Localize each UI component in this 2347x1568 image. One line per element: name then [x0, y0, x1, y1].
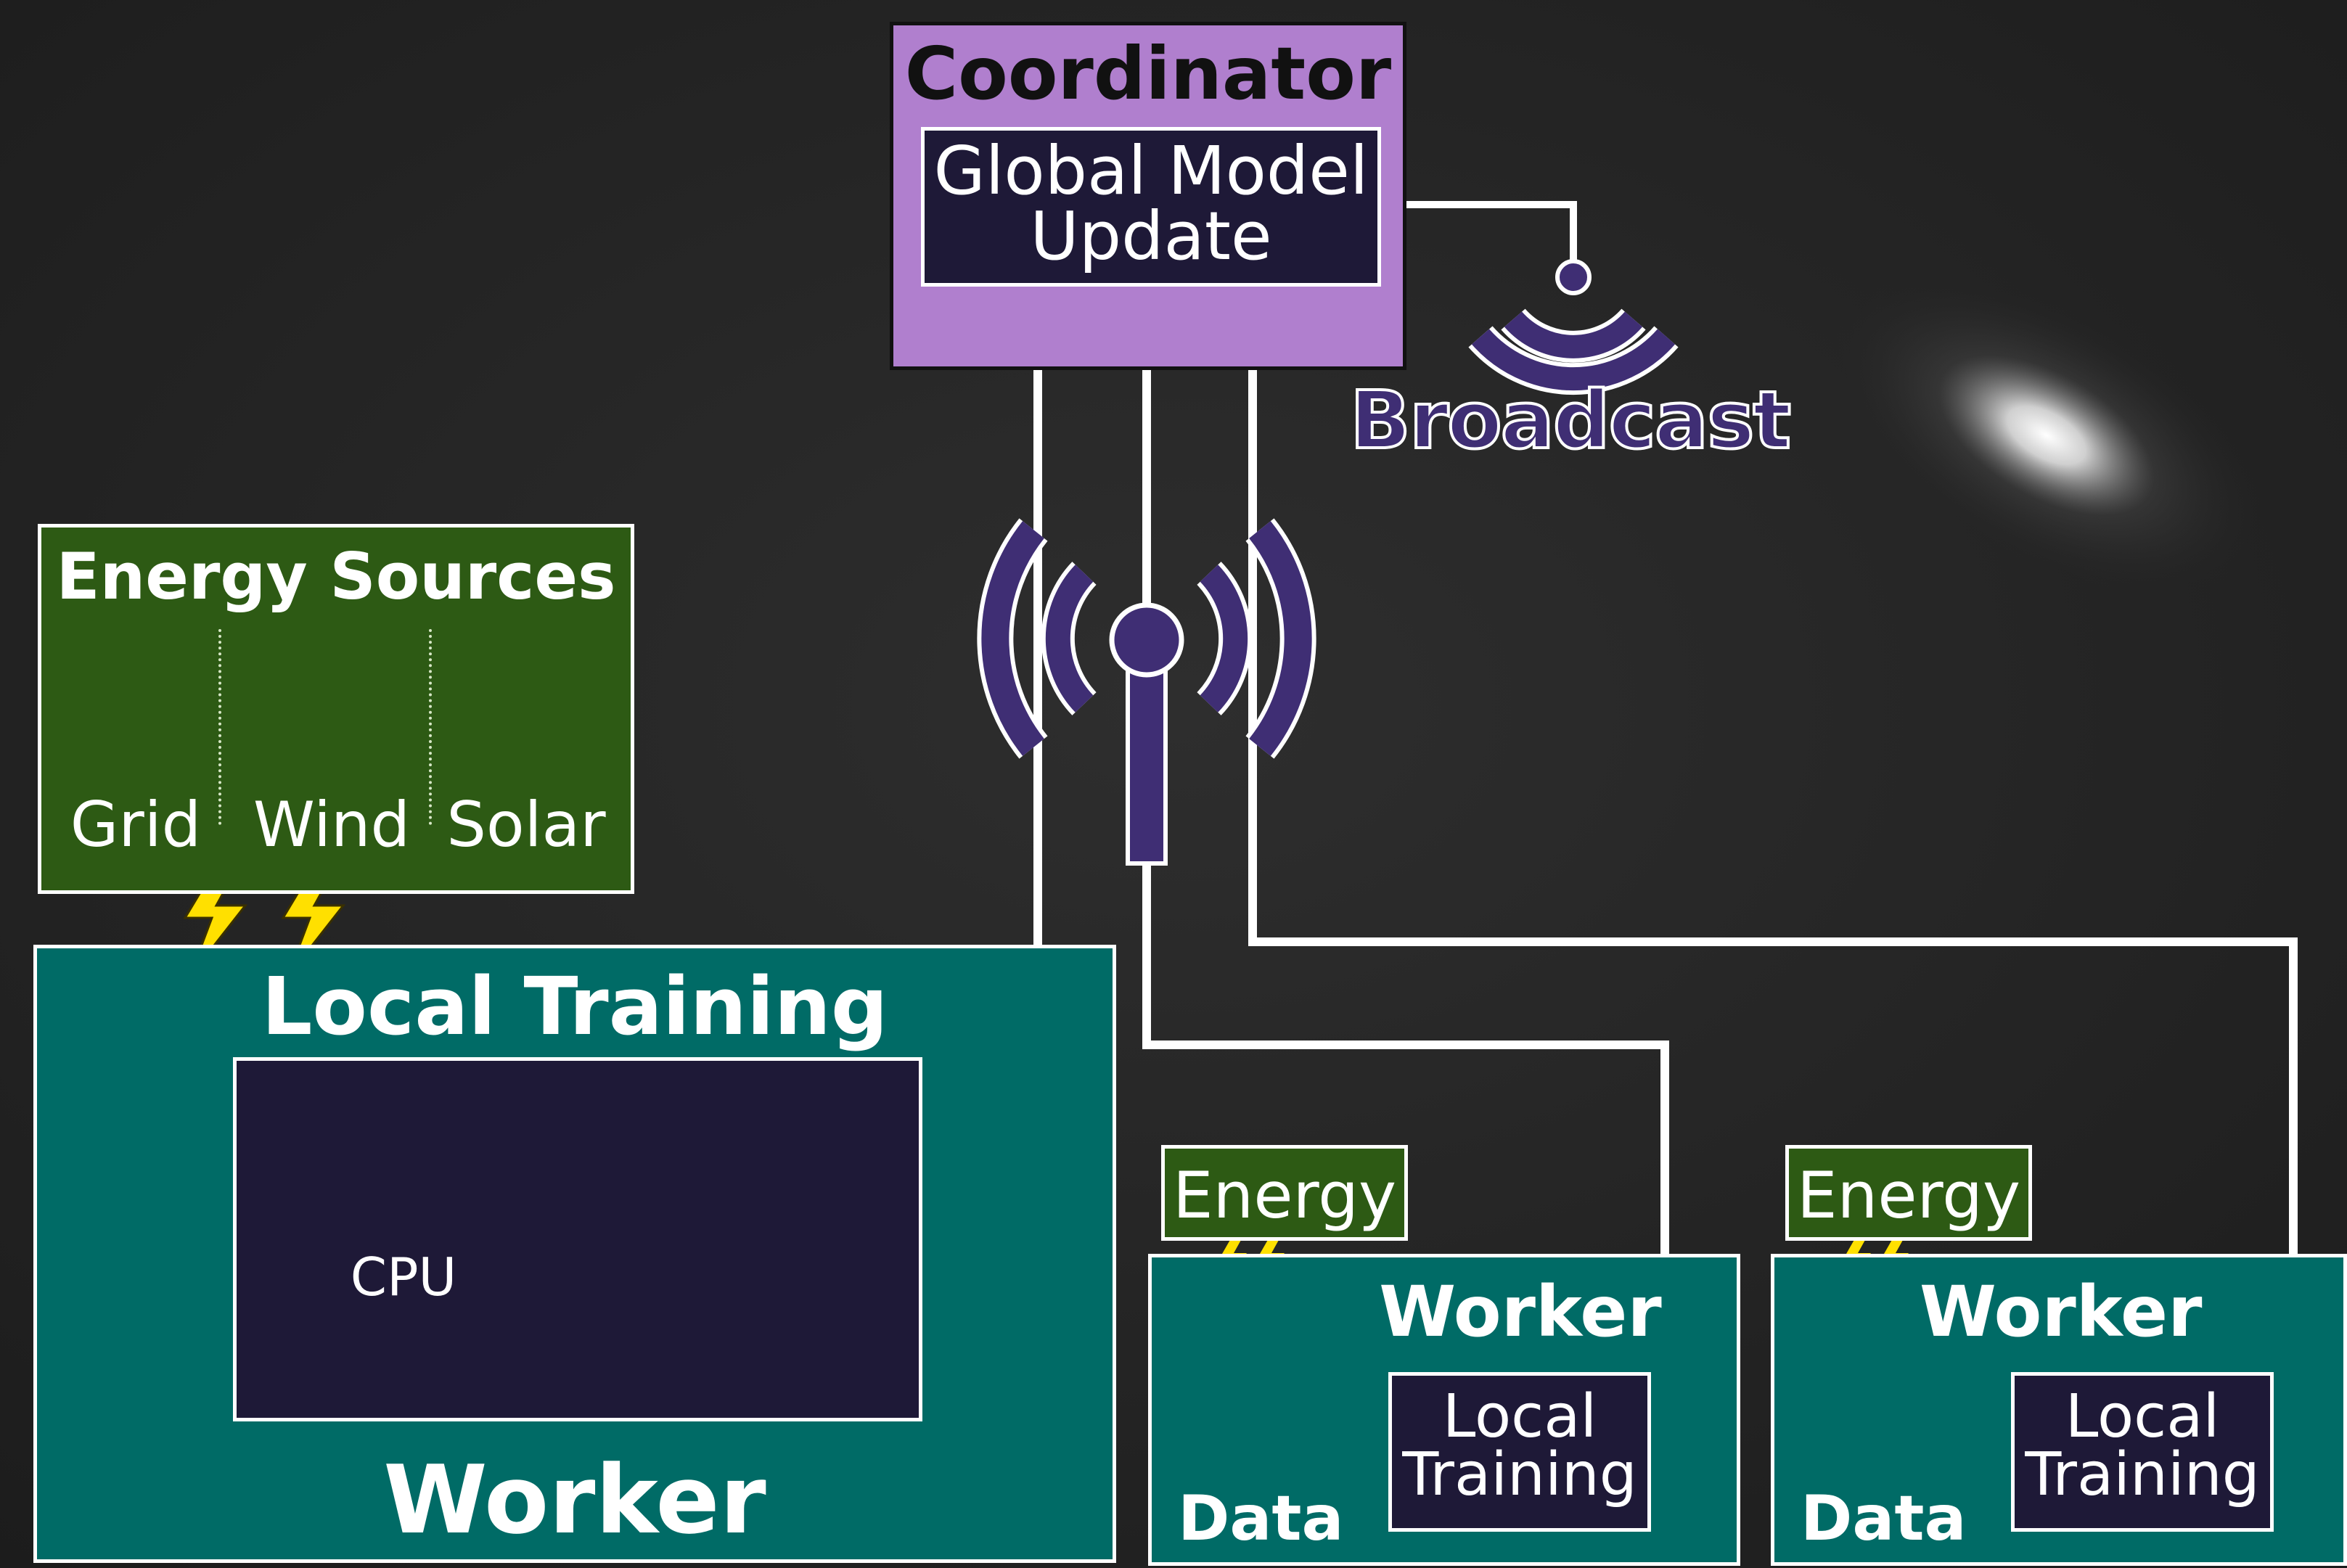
antenna-icon — [977, 518, 1316, 866]
worker-title: Worker — [1920, 1271, 2203, 1352]
wind-label: Wind — [253, 789, 411, 861]
grid-label: Grid — [70, 789, 202, 861]
training-label: Training — [2025, 1440, 2260, 1509]
data-label: Data — [1178, 1482, 1344, 1555]
energy-sources-title: Energy Sources — [56, 539, 616, 614]
coordinator-title: Coordinator — [904, 31, 1392, 116]
local-training-box: Local Training — [2011, 1372, 2274, 1532]
energy-box: Energy — [1161, 1145, 1408, 1241]
light-glow — [1830, 274, 2264, 596]
divider — [218, 629, 221, 825]
local-training-box: Local Training — [1388, 1372, 1651, 1532]
data-label: Data — [1801, 1482, 1967, 1555]
local-label: Local — [1442, 1382, 1597, 1451]
energy-box: Energy — [1785, 1145, 2032, 1241]
local-training-panel: CPU — [233, 1057, 922, 1421]
broadcast-wifi-icon — [1468, 259, 1679, 395]
energy-sources-box: Energy Sources Grid Wind Solar — [38, 524, 634, 894]
solar-label: Solar — [446, 789, 606, 861]
broadcast-wire — [1376, 201, 1577, 272]
worker-box: Worker Local Training Data — [1771, 1254, 2347, 1566]
global-model-label: Global Model — [933, 132, 1369, 210]
cpu-label: CPU — [350, 1247, 457, 1308]
divider — [429, 629, 432, 825]
worker-box: Worker Local Training Data — [1148, 1254, 1740, 1566]
local-label: Local — [2065, 1382, 2220, 1451]
main-worker-box: Local Training CPU Worker — [33, 945, 1116, 1563]
local-training-title: Local Training — [261, 960, 888, 1053]
update-label: Update — [1030, 197, 1272, 275]
coordinator-box: Coordinator Global Model Update — [890, 22, 1406, 370]
worker-title: Worker — [383, 1445, 766, 1555]
worker-title: Worker — [1379, 1271, 1662, 1352]
energy-label: Energy — [1796, 1158, 2021, 1233]
broadcast-label: Broadcast — [1348, 372, 1793, 468]
energy-label: Energy — [1172, 1158, 1397, 1233]
training-label: Training — [1402, 1440, 1637, 1509]
global-model-update-box: Global Model Update — [921, 127, 1381, 287]
